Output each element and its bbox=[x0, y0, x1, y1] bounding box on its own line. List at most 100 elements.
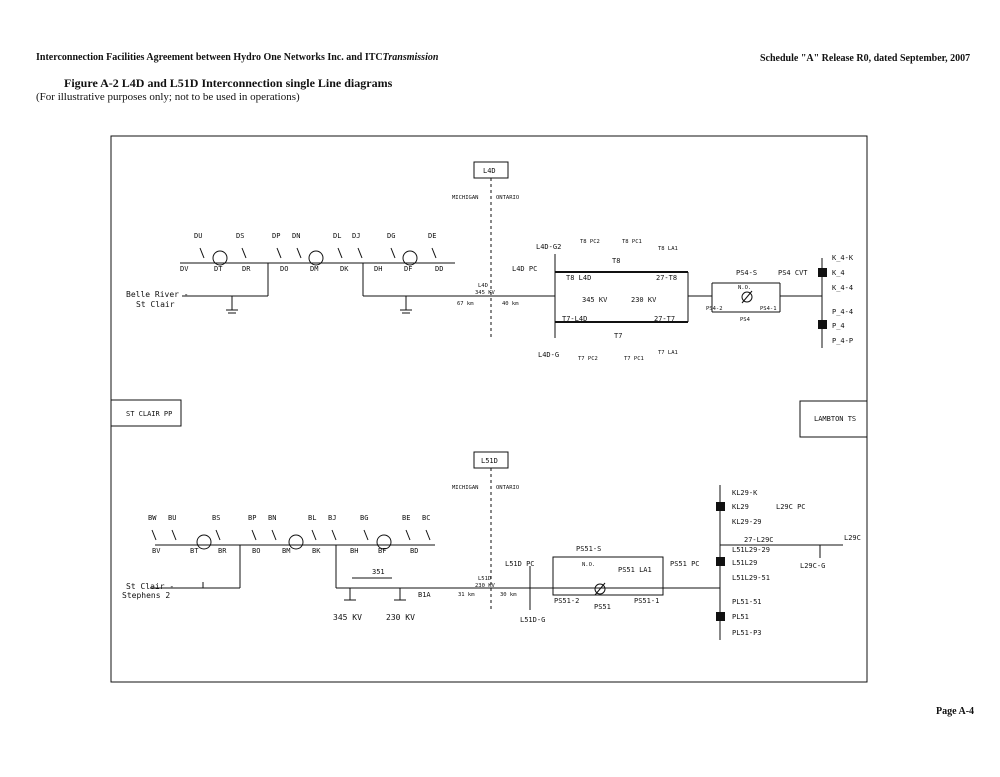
breaker-dt: DT bbox=[214, 265, 223, 273]
lbl-pl51: PL51 bbox=[732, 613, 749, 621]
lbl-ps4: PS4 bbox=[740, 317, 751, 323]
l4d-michigan-label: MICHIGAN bbox=[452, 195, 479, 201]
lbl-kl29: KL29 bbox=[732, 503, 749, 511]
lbl-t7-pc1: T7 PC1 bbox=[624, 356, 644, 362]
ps51-transformer-icon bbox=[594, 583, 606, 595]
switch-dg: DG bbox=[387, 232, 395, 240]
lbl-k4-4: K_4-4 bbox=[832, 284, 853, 292]
lbl-l29c-pc: L29C PC bbox=[776, 503, 806, 511]
switch-de: DE bbox=[428, 232, 436, 240]
lambton-box bbox=[799, 400, 868, 438]
lbl-ps51: PS51 bbox=[594, 603, 611, 611]
switch-du: DU bbox=[194, 232, 202, 240]
l51d-dist-left: 31 km bbox=[458, 592, 475, 598]
st-clair-box bbox=[110, 399, 182, 427]
lbl-l4d-g: L4D-G bbox=[538, 351, 559, 359]
l51d-box-label: L51D bbox=[481, 457, 498, 465]
switch-bs: BS bbox=[212, 514, 220, 522]
l4d-line-voltage: 345 KV bbox=[475, 290, 496, 296]
lbl-ps51-2: PS51-2 bbox=[554, 597, 579, 605]
lbl-p4-4: P_4-4 bbox=[832, 308, 853, 316]
lbl-ps4-2: PS4-2 bbox=[706, 306, 723, 312]
lbl-ps51-la1: PS51 LA1 bbox=[618, 566, 652, 574]
lbl-27-t7: 27-T7 bbox=[654, 315, 675, 323]
l51d-ontario-label: ONTARIO bbox=[496, 485, 519, 491]
lbl-ps4-1: PS4-1 bbox=[760, 306, 777, 312]
pl51-breaker-icon bbox=[716, 612, 725, 621]
p4-breaker-icon bbox=[818, 320, 827, 329]
st-clair-label: ST CLAIR PP bbox=[126, 410, 172, 418]
lbl-t7-l4d: T7-L4D bbox=[562, 315, 587, 323]
breaker-bf: BF bbox=[378, 547, 386, 555]
page-number: Page A-4 bbox=[936, 706, 975, 717]
lbl-bottom-230kv: 230 KV bbox=[386, 613, 415, 622]
lbl-l51l29-51: L51L29-51 bbox=[732, 574, 770, 582]
switch-bp: BP bbox=[248, 514, 256, 522]
lbl-ps4-no: N.O. bbox=[738, 285, 751, 291]
l51d-line-name: L51D bbox=[478, 576, 491, 582]
lbl-kl29-k: KL29-K bbox=[732, 489, 758, 497]
switch-dp: DP bbox=[272, 232, 280, 240]
lbl-230kv: 230 KV bbox=[631, 296, 657, 304]
dt-transformer-icon bbox=[212, 250, 228, 266]
switch-bn: BN bbox=[268, 514, 276, 522]
lbl-bottom-345kv: 345 KV bbox=[333, 613, 362, 622]
breaker-bo: BO bbox=[252, 547, 260, 555]
l4d-ontario-label: ONTARIO bbox=[496, 195, 519, 201]
switch-ds: DS bbox=[236, 232, 244, 240]
lbl-345kv: 345 KV bbox=[582, 296, 608, 304]
switch-bu: BU bbox=[168, 514, 176, 522]
lbl-t8-pc1: T8 PC1 bbox=[622, 239, 642, 245]
l51d-ontario-station bbox=[529, 485, 843, 640]
lbl-ps51-pc: PS51 PC bbox=[670, 560, 700, 568]
lbl-ps4-cvt: PS4 CVT bbox=[778, 269, 808, 277]
figure-title: Figure A-2 L4D and L51D Interconnection … bbox=[64, 76, 393, 90]
lbl-t7-pc2: T7 PC2 bbox=[578, 356, 598, 362]
kl29-breaker-icon bbox=[716, 502, 725, 511]
bt-transformer-icon bbox=[196, 534, 212, 550]
switch-dl: DL bbox=[333, 232, 341, 240]
switch-be: BE bbox=[402, 514, 410, 522]
switch-bg: BG bbox=[360, 514, 368, 522]
source-stephens-1: St Clair - bbox=[126, 582, 174, 591]
switch-bc: BC bbox=[422, 514, 430, 522]
df-transformer-icon bbox=[402, 250, 418, 266]
lbl-t8: T8 bbox=[612, 257, 620, 265]
breaker-br: BR bbox=[218, 547, 227, 555]
switch-dn: DN bbox=[292, 232, 300, 240]
lbl-t8-l4d: T8 L4D bbox=[566, 274, 591, 282]
breaker-bt: BT bbox=[190, 547, 199, 555]
breaker-dr: DR bbox=[242, 265, 251, 273]
lbl-27-l29c: 27-L29C bbox=[744, 536, 774, 544]
breaker-bh: BH bbox=[350, 547, 358, 555]
lbl-l51l29: L51L29 bbox=[732, 559, 757, 567]
lbl-t8-pc2: T8 PC2 bbox=[580, 239, 600, 245]
switch-bj: BJ bbox=[328, 514, 336, 522]
l51d-michigan-station bbox=[150, 529, 555, 601]
figure-subtitle: (For illustrative purposes only; not to … bbox=[36, 91, 300, 103]
switch-dj: DJ bbox=[352, 232, 360, 240]
breaker-do: DO bbox=[280, 265, 288, 273]
lbl-ps51-no: N.O. bbox=[582, 562, 595, 568]
lbl-p4-p: P_4-P bbox=[832, 337, 853, 345]
lbl-l29c: L29C bbox=[844, 534, 861, 542]
l4d-michigan-station bbox=[180, 247, 555, 314]
lbl-l51d-pc: L51D PC bbox=[505, 560, 535, 568]
document-header-left: Interconnection Facilities Agreement bet… bbox=[36, 52, 439, 63]
l51l29-breaker-icon bbox=[716, 557, 725, 566]
breaker-dm: DM bbox=[310, 265, 318, 273]
lbl-k4: K_4 bbox=[832, 269, 845, 277]
document-header-right: Schedule "A" Release R0, dated September… bbox=[760, 53, 971, 64]
bm-transformer-icon bbox=[288, 534, 304, 550]
lbl-27-t8: 27-T8 bbox=[656, 274, 677, 282]
lbl-ps51-s: PS51-S bbox=[576, 545, 601, 553]
lbl-l4d-pc: L4D PC bbox=[512, 265, 537, 273]
l51d-michigan-label: MICHIGAN bbox=[452, 485, 479, 491]
lbl-b1a: B1A bbox=[418, 591, 431, 599]
lbl-t8-la1: T8 LA1 bbox=[658, 246, 678, 252]
l51d-dist-right: 30 km bbox=[500, 592, 517, 598]
l51d-line-voltage: 230 KV bbox=[475, 583, 496, 589]
lbl-t7-la1: T7 LA1 bbox=[658, 350, 678, 356]
lbl-ps4-s: PS4-S bbox=[736, 269, 757, 277]
